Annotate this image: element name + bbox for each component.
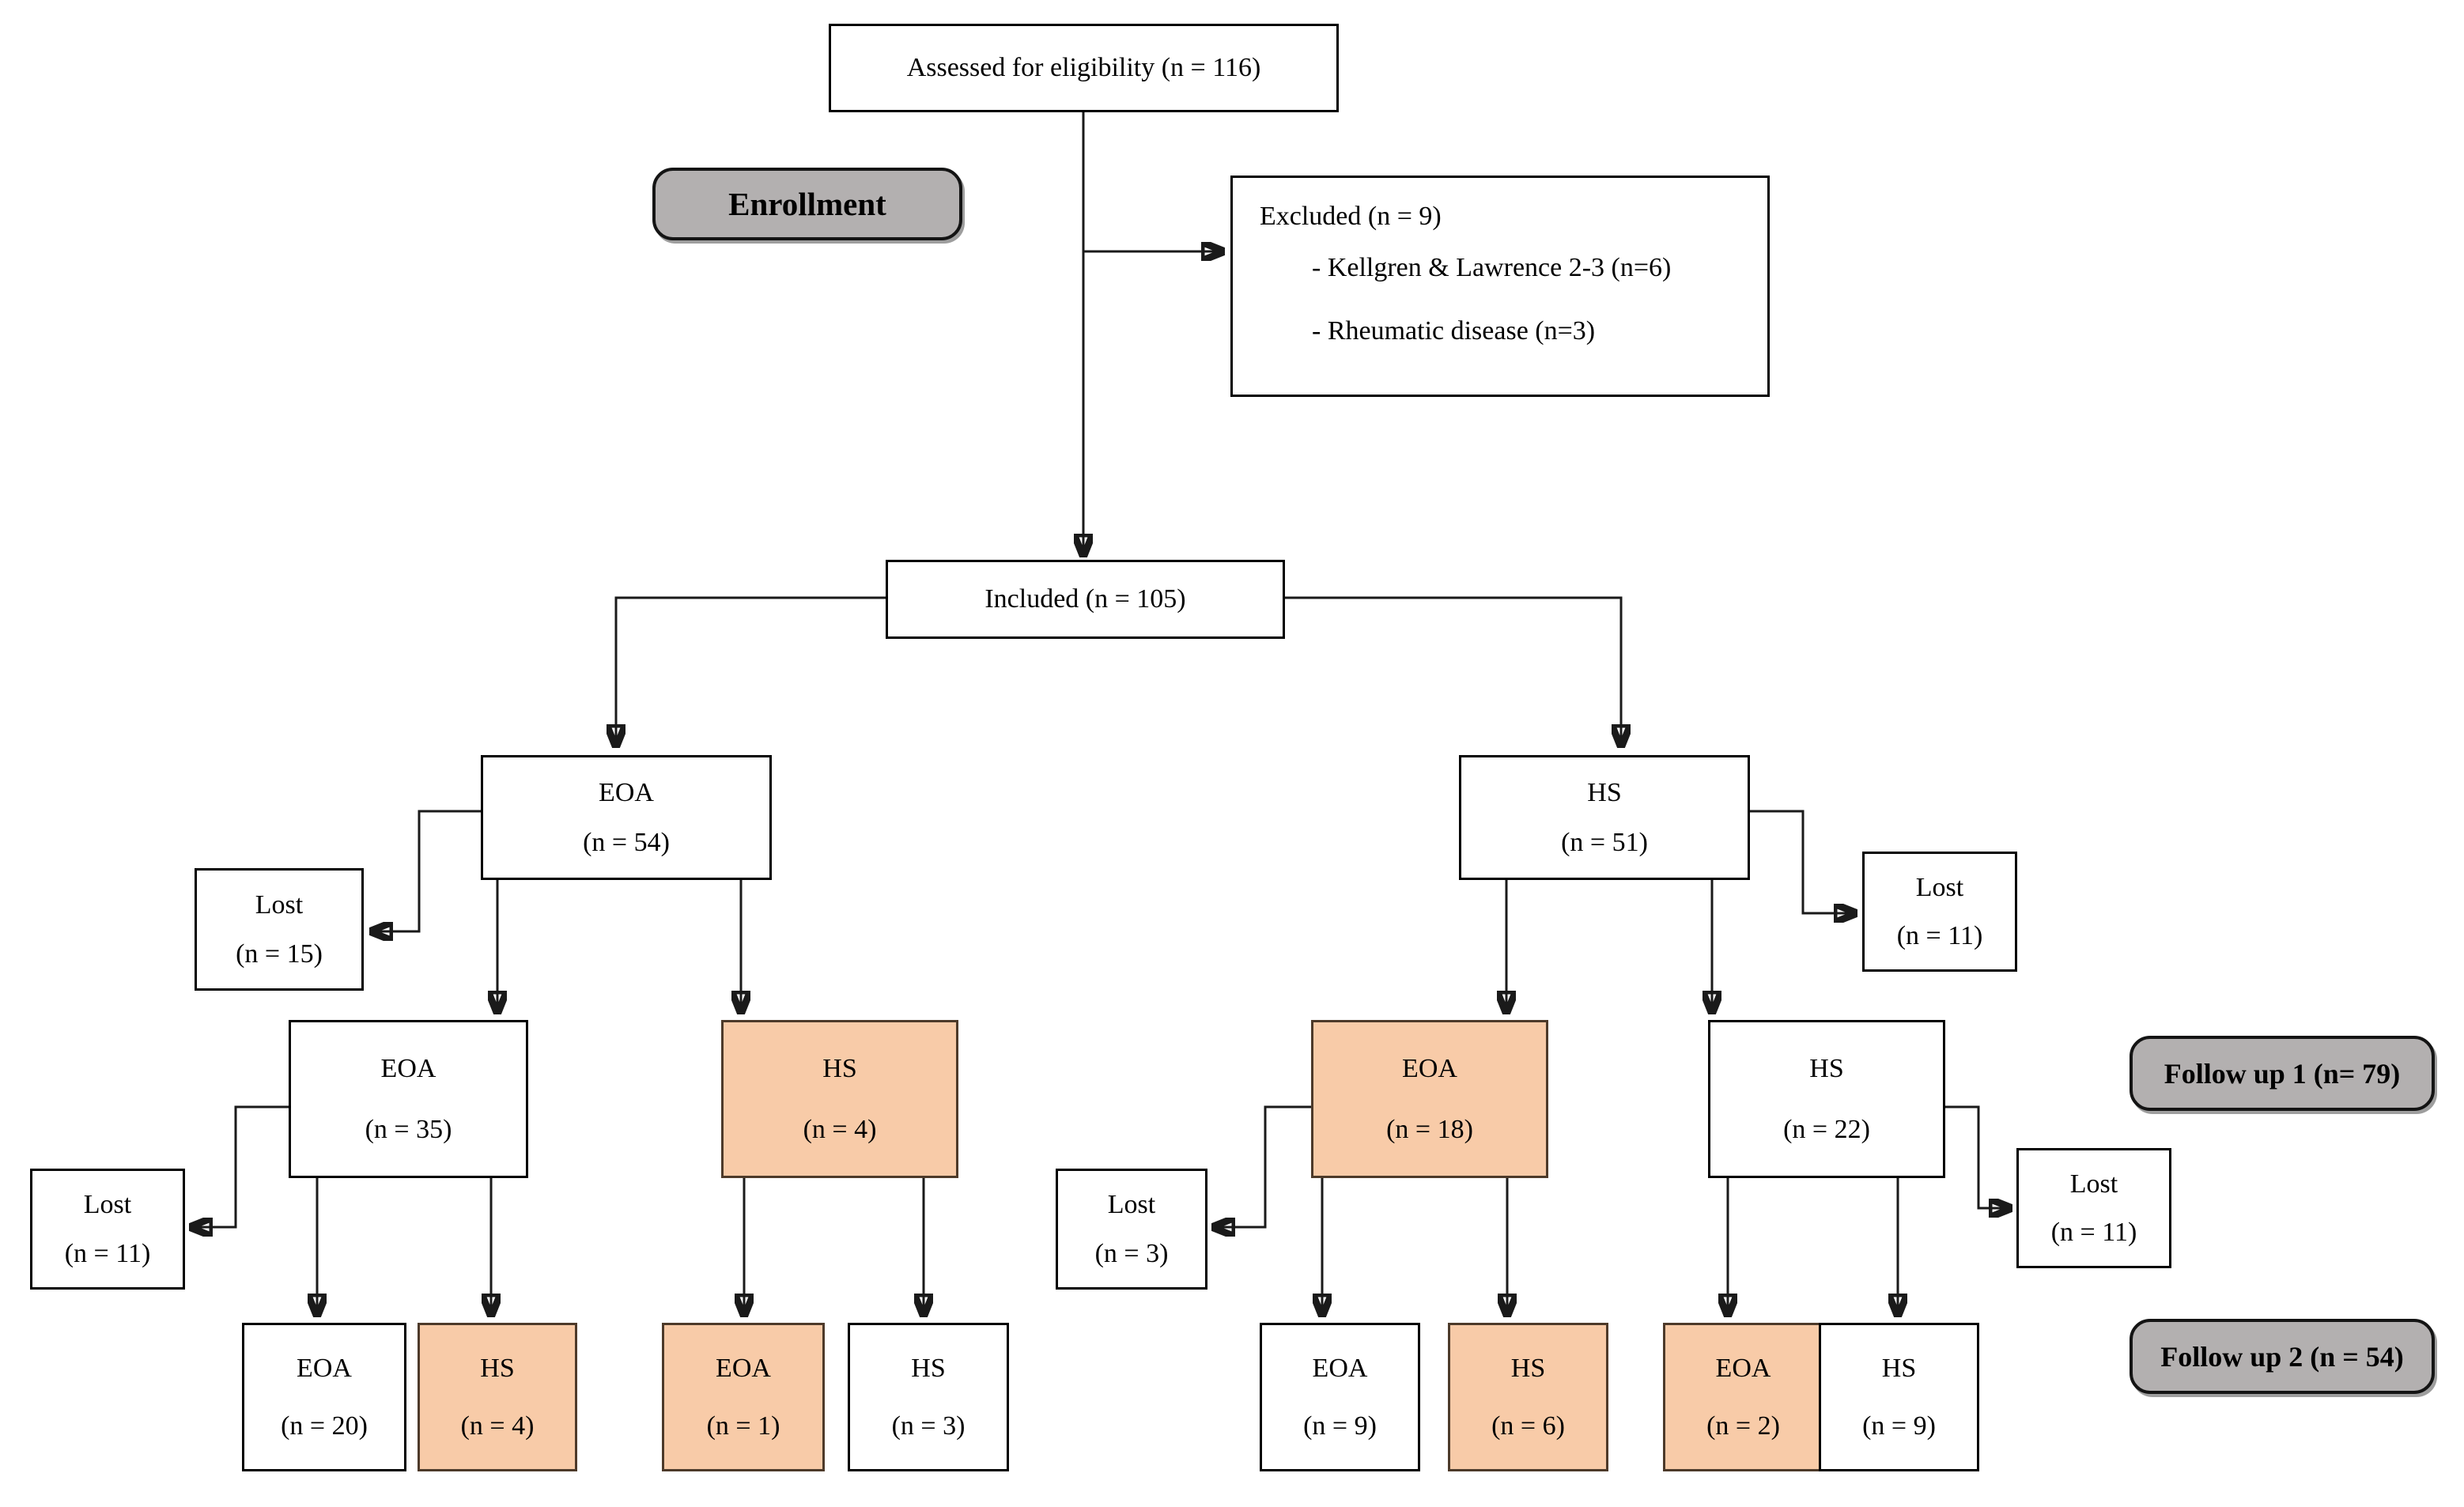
edge-hs51-lost11	[1750, 810, 1855, 913]
node-lost-15: Lost (n = 15)	[195, 868, 364, 991]
node-count: (n = 4)	[803, 1114, 877, 1144]
node-lost-11-right2: Lost (n = 11)	[2016, 1148, 2171, 1268]
node-assessed-label: Assessed for eligibility (n = 116)	[906, 53, 1261, 83]
node-count: (n = 54)	[583, 827, 670, 857]
enrollment-text: Enrollment	[728, 186, 886, 222]
node-eoa-54: EOA (n = 54)	[481, 755, 772, 880]
node-label: EOA	[297, 1353, 352, 1383]
node-label: Lost	[2069, 1169, 2118, 1199]
node-hs-51: HS (n = 51)	[1459, 755, 1750, 880]
node-hs-9: HS (n = 9)	[1819, 1323, 1979, 1471]
edge-eoa54-lost15	[372, 810, 481, 931]
node-label: EOA	[380, 1053, 436, 1083]
node-eoa-1: EOA (n = 1)	[662, 1323, 825, 1471]
node-lost-11-right: Lost (n = 11)	[1862, 852, 2017, 972]
node-count: (n = 11)	[2050, 1217, 2137, 1247]
node-label: HS	[911, 1353, 946, 1383]
enrollment-stage-label: Enrollment	[652, 168, 962, 240]
node-count: (n = 9)	[1303, 1411, 1377, 1441]
edge-hs22-lost11	[1945, 1105, 2010, 1208]
node-eoa-18: EOA (n = 18)	[1311, 1020, 1548, 1178]
node-count: (n = 35)	[365, 1114, 452, 1144]
node-label: HS	[822, 1053, 857, 1083]
node-hs-6: HS (n = 6)	[1448, 1323, 1608, 1471]
node-hs-4-bottom: HS (n = 4)	[418, 1323, 577, 1471]
edge-eoa35-lost11	[191, 1105, 289, 1227]
node-label: EOA	[599, 777, 654, 807]
node-count: (n = 51)	[1561, 827, 1648, 857]
node-hs-22: HS (n = 22)	[1708, 1020, 1945, 1178]
node-assessed: Assessed for eligibility (n = 116)	[829, 24, 1339, 112]
followup-2-label: Follow up 2 (n = 54)	[2130, 1319, 2435, 1394]
node-count: (n = 11)	[64, 1238, 151, 1268]
excluded-reason-2: - Rheumatic disease (n=3)	[1312, 315, 1596, 346]
node-label: Lost	[255, 889, 304, 920]
node-count: (n = 11)	[1896, 920, 1983, 950]
node-label: HS	[1587, 777, 1622, 807]
node-count: (n = 6)	[1491, 1411, 1565, 1441]
node-count: (n = 22)	[1783, 1114, 1870, 1144]
node-label: HS	[480, 1353, 515, 1383]
node-label: EOA	[716, 1353, 771, 1383]
node-eoa-9: EOA (n = 9)	[1260, 1323, 1420, 1471]
node-count: (n = 2)	[1706, 1411, 1780, 1441]
node-count: (n = 4)	[460, 1411, 535, 1441]
node-count: (n = 15)	[236, 939, 323, 969]
node-eoa-2: EOA (n = 2)	[1663, 1323, 1823, 1471]
node-included-label: Included (n = 105)	[984, 584, 1186, 614]
node-hs-3: HS (n = 3)	[848, 1323, 1009, 1471]
node-label: Lost	[1915, 872, 1964, 902]
node-label: EOA	[1402, 1053, 1457, 1083]
excluded-title: Excluded (n = 9)	[1260, 202, 1442, 231]
node-eoa-35: EOA (n = 35)	[289, 1020, 528, 1178]
node-count: (n = 20)	[281, 1411, 368, 1441]
followup-1-label: Follow up 1 (n= 79)	[2130, 1036, 2435, 1111]
node-included: Included (n = 105)	[886, 560, 1285, 639]
node-label: EOA	[1312, 1353, 1368, 1383]
node-lost-11-left: Lost (n = 11)	[30, 1169, 185, 1290]
node-label: Lost	[83, 1190, 132, 1220]
node-label: Lost	[1107, 1190, 1156, 1220]
node-count: (n = 3)	[891, 1411, 966, 1441]
edge-eoa18-lost3	[1214, 1105, 1311, 1227]
node-lost-3: Lost (n = 3)	[1056, 1169, 1207, 1290]
followup-2-text: Follow up 2 (n = 54)	[2160, 1340, 2404, 1373]
node-label: EOA	[1715, 1353, 1771, 1383]
node-label: HS	[1510, 1353, 1546, 1383]
node-eoa-20: EOA (n = 20)	[242, 1323, 406, 1471]
node-count: (n = 3)	[1094, 1238, 1169, 1268]
node-label: HS	[1809, 1053, 1844, 1083]
node-count: (n = 1)	[706, 1411, 780, 1441]
edge-included-eoa54	[616, 596, 886, 746]
node-count: (n = 18)	[1386, 1114, 1473, 1144]
node-label: HS	[1881, 1353, 1917, 1383]
node-excluded: Excluded (n = 9) - Kellgren & Lawrence 2…	[1230, 176, 1770, 397]
node-hs-4-mid: HS (n = 4)	[721, 1020, 958, 1178]
edge-included-hs51	[1285, 596, 1621, 746]
excluded-reason-1: - Kellgren & Lawrence 2-3 (n=6)	[1312, 253, 1672, 283]
node-count: (n = 9)	[1862, 1411, 1936, 1441]
followup-1-text: Follow up 1 (n= 79)	[2164, 1057, 2401, 1090]
